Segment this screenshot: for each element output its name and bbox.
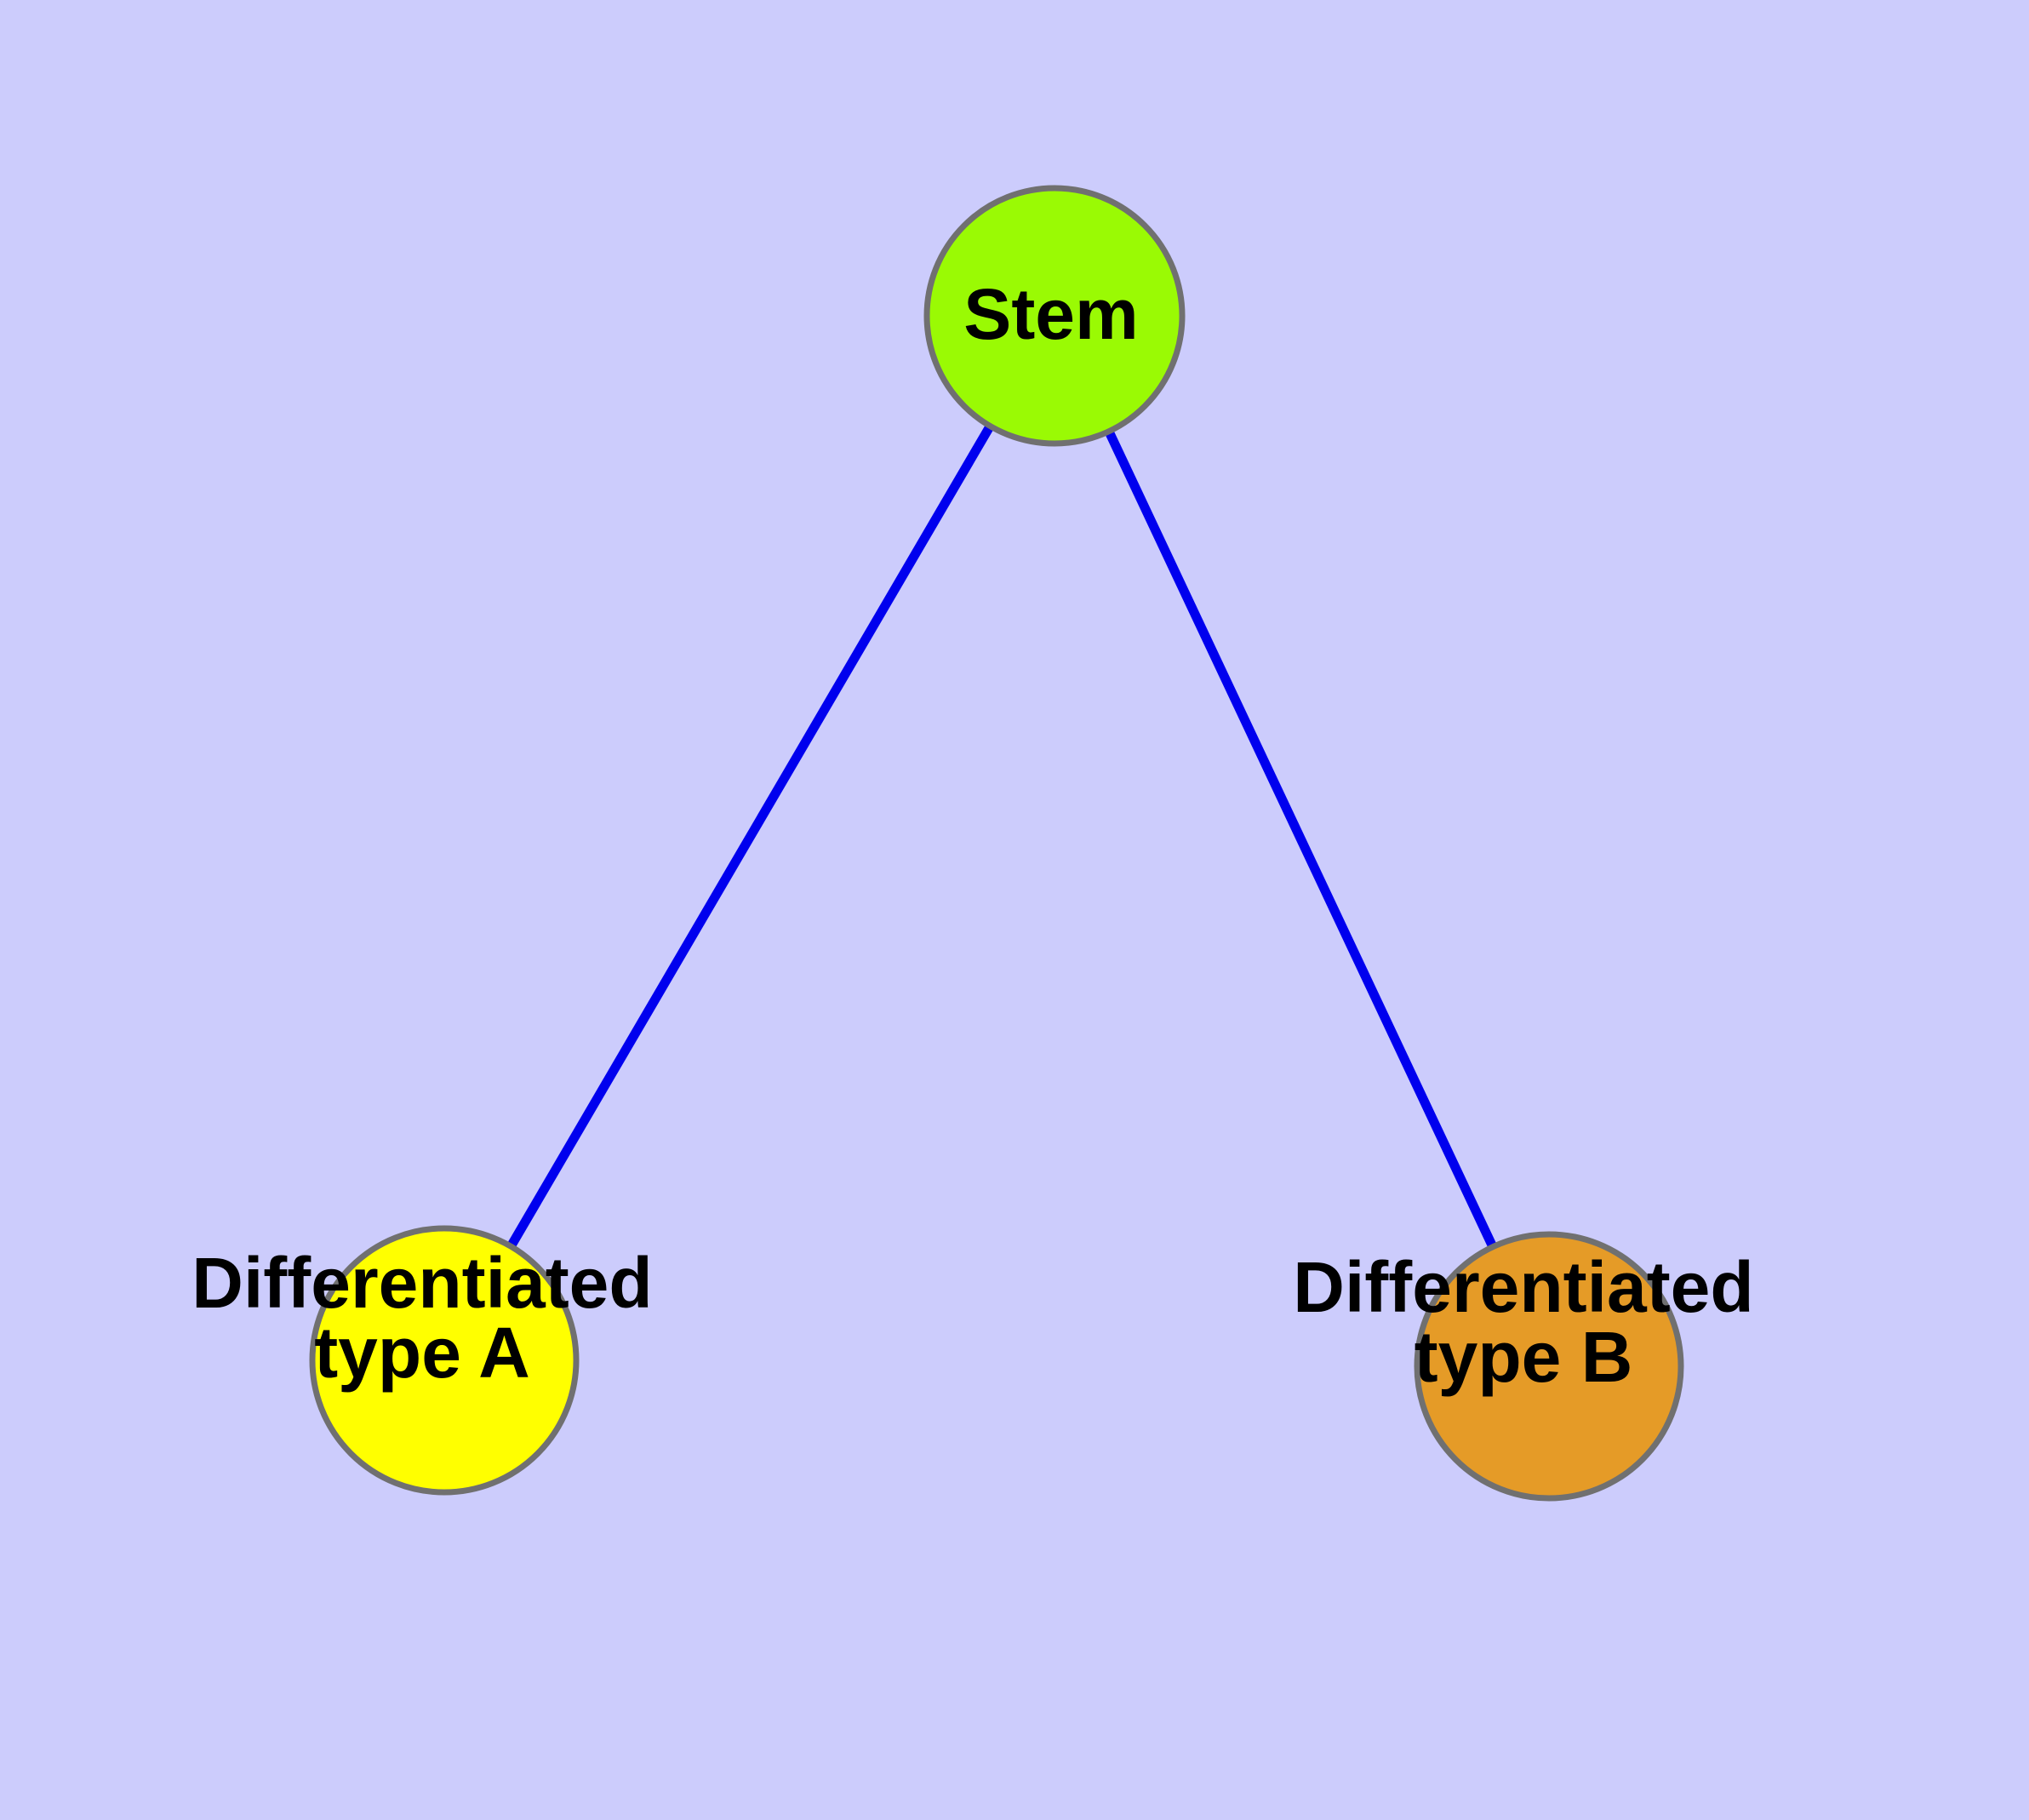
node-differentiated-type-a-circle[interactable] (309, 1225, 580, 1496)
nodes-layer (309, 185, 1684, 1502)
edge-stem-to-differentiated-type-b[interactable] (1050, 313, 1553, 1369)
node-stem-label: Stem (963, 274, 1138, 354)
edge-stem-to-differentiated-type-a[interactable] (440, 313, 1059, 1363)
node-differentiated-type-b-circle[interactable] (1414, 1231, 1684, 1502)
node-stem-circle[interactable] (923, 185, 1186, 447)
edges-layer (440, 313, 1553, 1369)
